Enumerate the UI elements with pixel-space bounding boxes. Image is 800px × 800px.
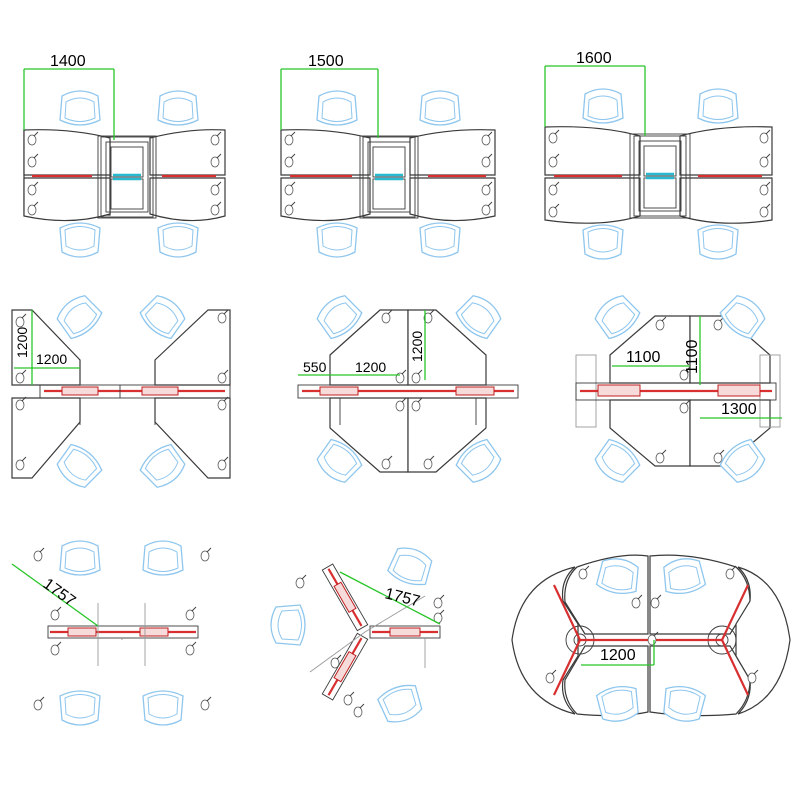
layout-straight-1400: 1400 <box>23 53 226 258</box>
dimension-label: 1757 <box>383 585 422 610</box>
layout-angled-1200-wide: 550 1200 1200 <box>297 289 519 489</box>
layout-spine-1757: 1757 <box>11 540 212 726</box>
dimension-label: 1300 <box>721 401 757 418</box>
dimension-label: 1400 <box>50 53 86 70</box>
dimension-label: 1757 <box>40 575 79 610</box>
dimension-label: 1200 <box>600 647 636 664</box>
dimension-label: 1500 <box>308 53 344 70</box>
layout-straight-1600: 1600 <box>544 50 773 260</box>
chair-icon <box>697 88 739 124</box>
dimension-label: 1200 <box>36 351 67 367</box>
chair-icon <box>375 680 426 728</box>
chair-icon <box>59 690 101 726</box>
chair-icon <box>51 440 106 494</box>
layout-angled-1200: 1200 1200 <box>11 289 231 494</box>
dimension-label: 1200 <box>409 331 425 362</box>
layout-three-way-1757: 1757 <box>270 542 445 728</box>
chair-icon <box>419 90 461 126</box>
chair-icon <box>316 222 358 258</box>
chair-icon <box>270 604 306 646</box>
dimension-label: 1600 <box>576 50 612 67</box>
dimension-label: 1100 <box>626 349 661 366</box>
chair-icon <box>582 88 624 124</box>
chair-icon <box>59 540 101 576</box>
dimension-label: 1100 <box>684 339 701 374</box>
dimension-label: 550 <box>303 359 327 375</box>
chair-icon <box>59 90 101 126</box>
layout-straight-1500: 1500 <box>280 53 496 258</box>
dimension-label: 1200 <box>14 327 30 358</box>
layout-curved-1200: 1200 <box>511 554 791 725</box>
layout-angled-1100: 1100 1100 1300 <box>575 289 782 489</box>
chair-icon <box>157 90 199 126</box>
chair-icon <box>142 540 184 576</box>
chair-icon <box>142 690 184 726</box>
dimension-label: 1200 <box>355 359 386 375</box>
chair-icon <box>697 224 739 260</box>
chair-icon <box>157 222 199 258</box>
chair-icon <box>59 222 101 258</box>
chair-icon <box>51 289 106 343</box>
chair-icon <box>582 224 624 260</box>
chair-icon <box>419 222 461 258</box>
chair-icon <box>316 90 358 126</box>
chair-icon <box>385 542 436 590</box>
